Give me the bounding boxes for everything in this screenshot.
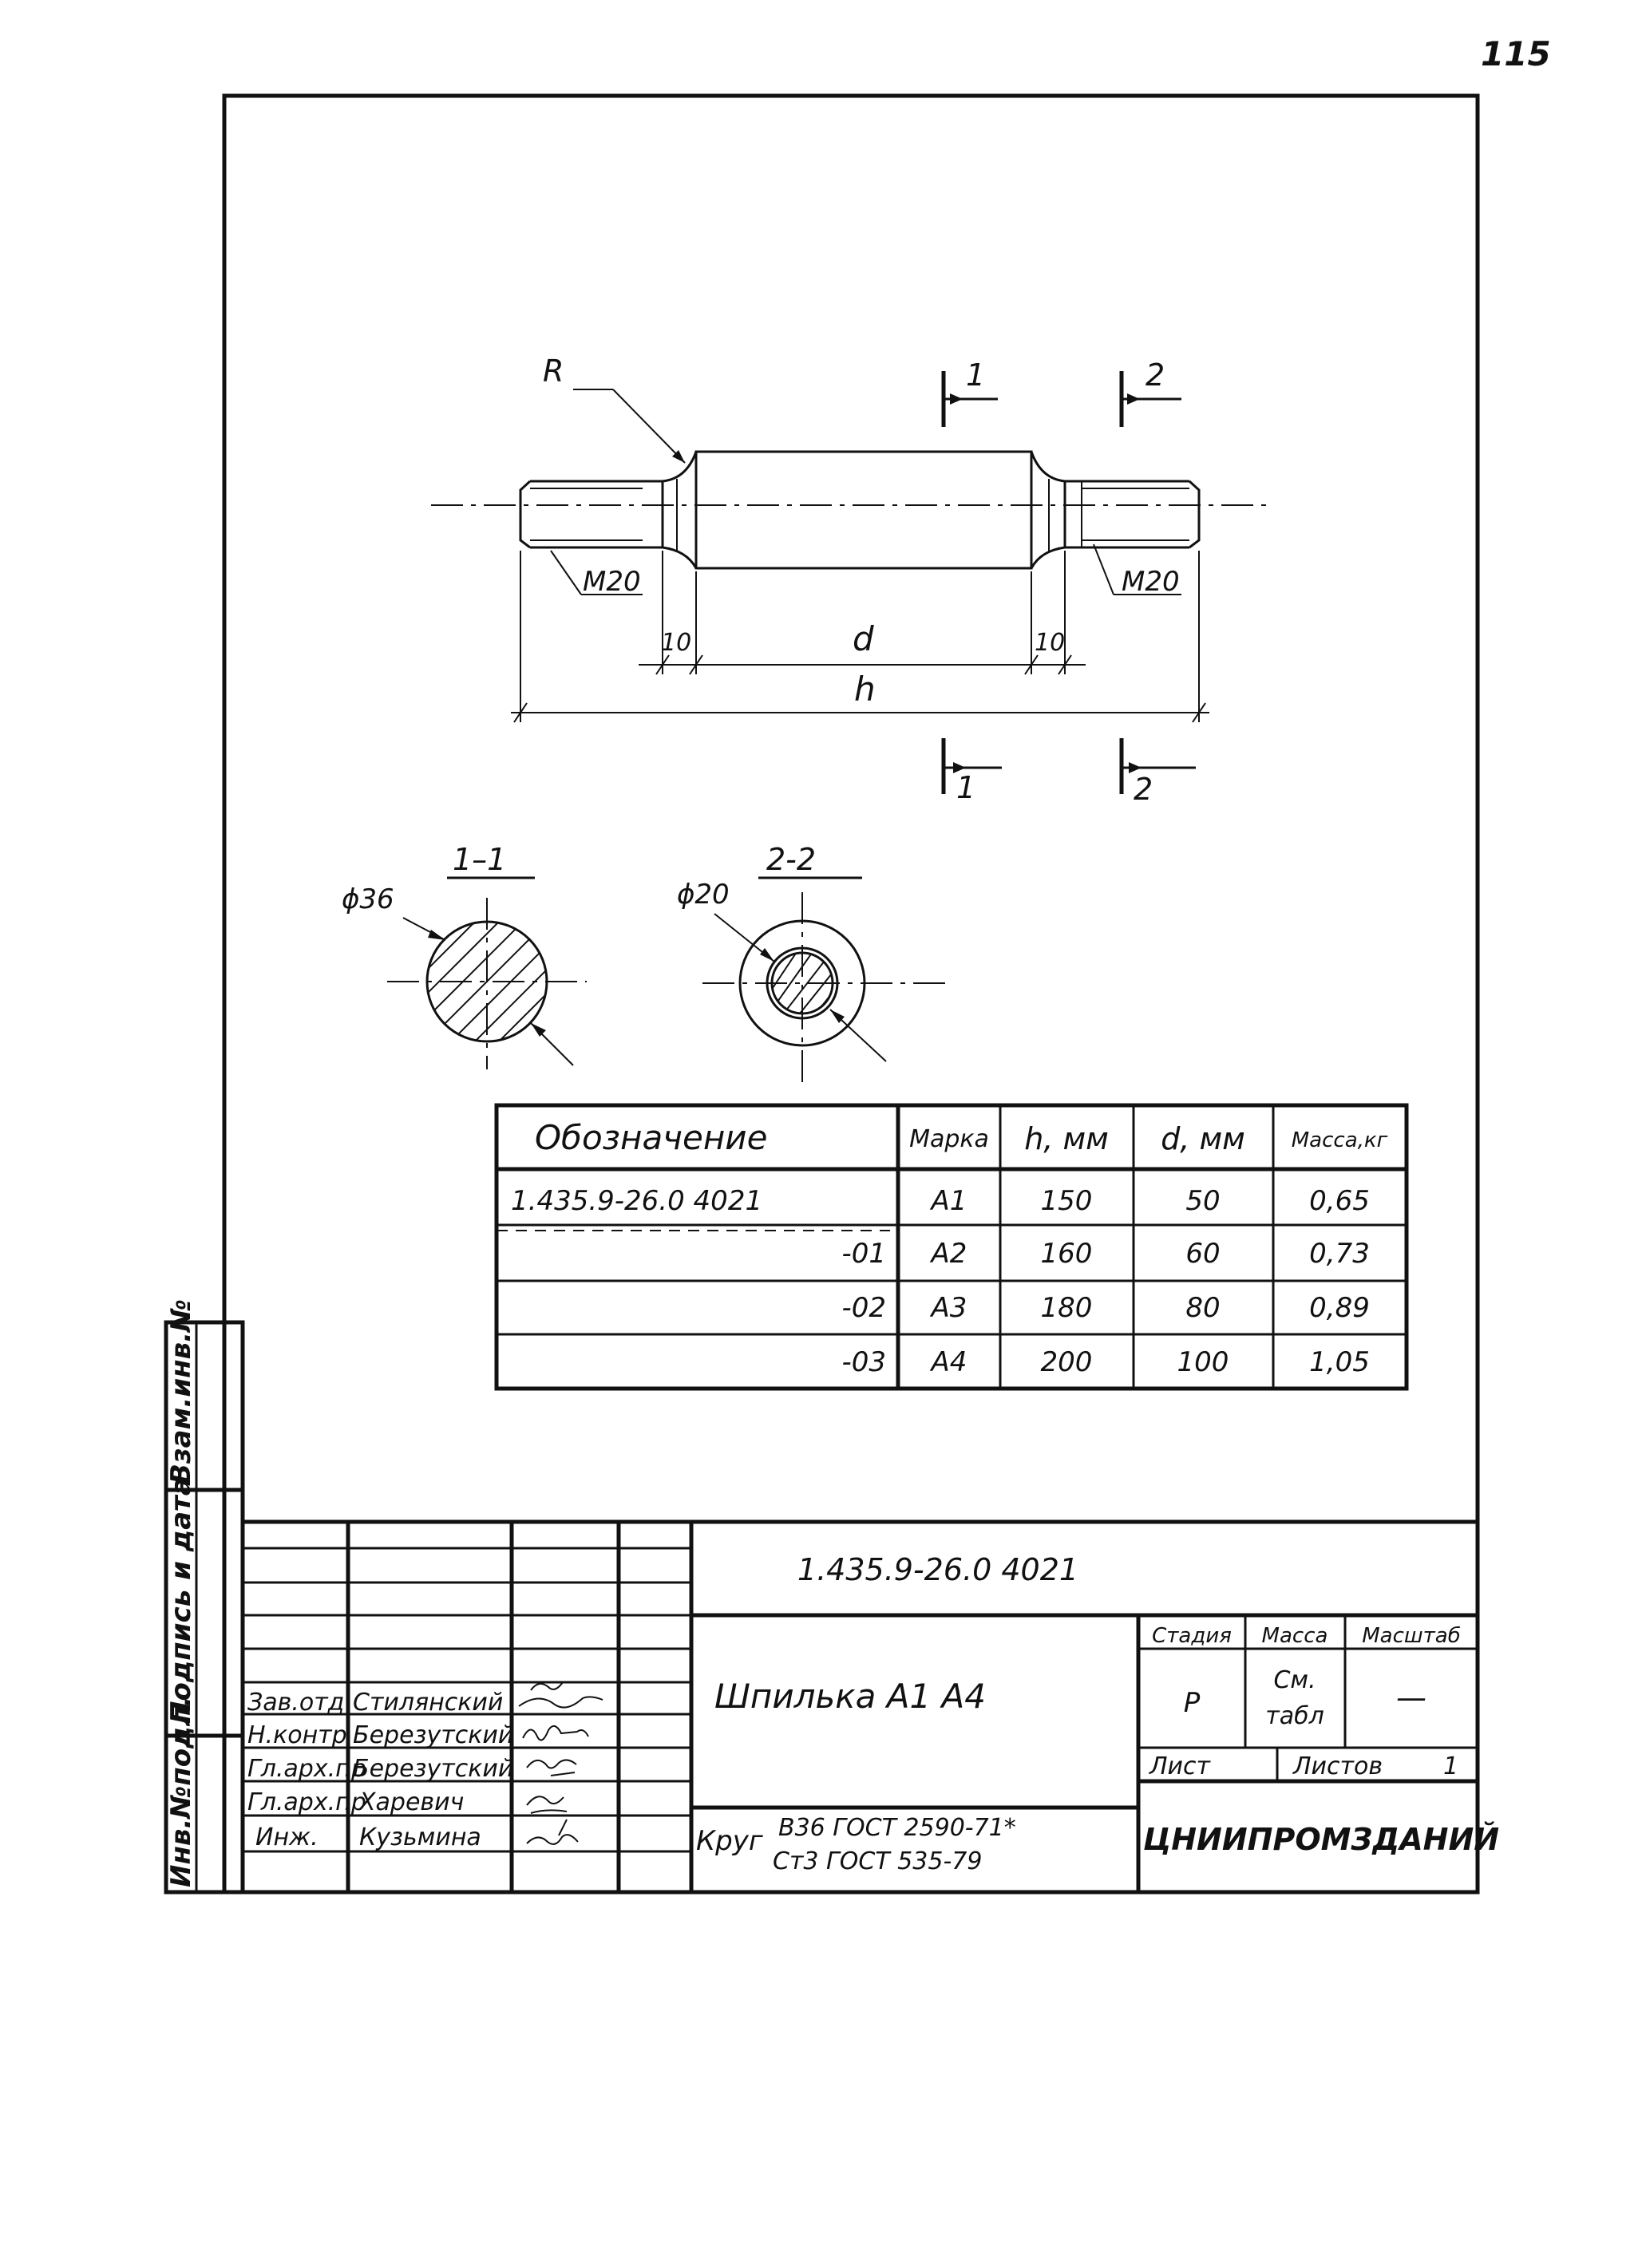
svg-text:0,89: 0,89 [1309, 1292, 1370, 1324]
side-stamp-replace-inv: Взам.инв.№ [165, 1299, 197, 1484]
section-2-2-title: 2-2 [766, 842, 816, 877]
svg-text:50: 50 [1185, 1185, 1220, 1217]
svg-text:0,65: 0,65 [1309, 1185, 1370, 1217]
material-line-1: B36 ГОСТ 2590-71* [778, 1814, 1016, 1842]
svg-text:-03: -03 [841, 1346, 886, 1378]
left-fillet [662, 451, 698, 483]
dim-10-left: 10 [661, 629, 691, 657]
side-stamp: Инв.№подл. Подпись и дата Взам.инв.№ [164, 1299, 245, 1895]
section-2-2-diameter: ϕ20 [677, 879, 730, 911]
role-cell: Зав.отд [247, 1689, 344, 1717]
dim-10-right: 10 [1035, 629, 1065, 657]
table-row: -03 А4 200 100 1,05 [841, 1346, 1369, 1378]
svg-text:А2: А2 [930, 1238, 967, 1270]
table-row: 1.435.9-26.0 4021 А1 150 50 0,65 [511, 1185, 1370, 1217]
material-line-2: Ст3 ГОСТ 535-79 [773, 1847, 982, 1875]
svg-text:2: 2 [1146, 358, 1165, 393]
svg-text:А1: А1 [930, 1185, 967, 1217]
table-header-mark: Марка [909, 1125, 989, 1153]
dim-d: d [853, 619, 874, 658]
svg-text:100: 100 [1177, 1346, 1229, 1378]
left-thread-chamfer [519, 480, 532, 549]
section-mark-1: 1 1 [941, 358, 1002, 805]
role-cell: Инж. [255, 1823, 319, 1851]
side-stamp-signature-date: Подпись и дата [165, 1477, 197, 1724]
role-cell: Гл.арх.пр [247, 1788, 366, 1816]
part-view: R M20 M20 10 d 10 h [431, 354, 1269, 807]
sheet-label: Лист [1149, 1752, 1212, 1780]
section-1-1-hatch [427, 922, 547, 1041]
svg-text:А4: А4 [930, 1346, 967, 1378]
svg-text:1.435.9-26.0 4021: 1.435.9-26.0 4021 [511, 1185, 762, 1217]
name-cell: Кузьмина [359, 1823, 481, 1851]
table-row: -02 А3 180 80 0,89 [841, 1292, 1369, 1324]
material-label: Круг [696, 1825, 764, 1857]
scale-value: — [1396, 1680, 1426, 1715]
radius-label: R [543, 354, 564, 389]
mass-value-line-2: табл [1265, 1702, 1324, 1730]
svg-text:80: 80 [1185, 1292, 1220, 1324]
svg-text:160: 160 [1041, 1238, 1093, 1270]
section-1-1: 1–1 ϕ36 [342, 842, 587, 1069]
section-1-1-title: 1–1 [453, 842, 506, 877]
title-block-document-code: 1.435.9-26.0 4021 [797, 1552, 1078, 1587]
stage-header: Стадия [1152, 1624, 1232, 1648]
svg-text:А3: А3 [930, 1292, 967, 1324]
name-cell: Стилянский [353, 1689, 503, 1717]
name-cell: Березутский [353, 1755, 513, 1783]
dim-h: h [854, 670, 876, 709]
thread-label-left: M20 [583, 566, 641, 598]
table-header-mass: Масса,кг [1292, 1128, 1388, 1152]
svg-text:1: 1 [966, 358, 985, 393]
table-header-d: d, мм [1161, 1121, 1245, 1156]
svg-text:1: 1 [956, 770, 975, 805]
role-cell: Н.контр [247, 1721, 347, 1749]
stage-value: Р [1184, 1687, 1201, 1719]
svg-text:2: 2 [1134, 772, 1153, 807]
name-cell: Березутский [353, 1721, 513, 1749]
side-stamp-inv-number: Инв.№подл. [165, 1697, 197, 1887]
section-2-2: 2-2 ϕ20 [677, 842, 950, 1089]
section-mark-2: 2 2 [1119, 358, 1196, 807]
table-row: -01 А2 160 60 0,73 [841, 1238, 1369, 1270]
title-block: 1.435.9-26.0 4021 Шпилька А1 А4 Круг B36… [243, 1519, 1499, 1892]
scale-header: Масштаб [1362, 1624, 1461, 1648]
page-number: 115 [1481, 34, 1551, 73]
thread-label-right: M20 [1122, 566, 1180, 598]
table-header-designation: Обозначение [535, 1118, 767, 1157]
svg-text:0,73: 0,73 [1309, 1238, 1370, 1270]
stud-body [694, 450, 1033, 570]
name-cell: Харевич [358, 1788, 464, 1816]
organization-name: ЦНИИПРОМЗДАНИЙ [1143, 1822, 1499, 1857]
sheet-frame [222, 93, 1480, 1895]
title-block-title: Шпилька А1 А4 [714, 1677, 986, 1716]
right-fillet [1030, 451, 1066, 483]
right-thread-chamfer [1188, 480, 1201, 549]
svg-text:200: 200 [1041, 1346, 1093, 1378]
svg-text:-01: -01 [841, 1238, 886, 1270]
sheets-label: Листов [1292, 1752, 1383, 1780]
svg-text:150: 150 [1041, 1185, 1093, 1217]
svg-text:180: 180 [1041, 1292, 1093, 1324]
role-cell: Гл.арх.пр [247, 1755, 366, 1783]
mass-header: Масса [1262, 1624, 1328, 1648]
svg-text:60: 60 [1185, 1238, 1220, 1270]
svg-text:1,05: 1,05 [1309, 1346, 1370, 1378]
spec-table: Обозначение Марка h, мм d, мм Масса,кг 1… [494, 1103, 1409, 1391]
table-header-h: h, мм [1024, 1121, 1109, 1156]
signatures [518, 1681, 603, 1845]
sheets-count: 1 [1443, 1752, 1458, 1780]
mass-value-line-1: См. [1273, 1666, 1316, 1694]
section-1-1-diameter: ϕ36 [342, 883, 394, 915]
svg-text:-02: -02 [841, 1292, 886, 1324]
